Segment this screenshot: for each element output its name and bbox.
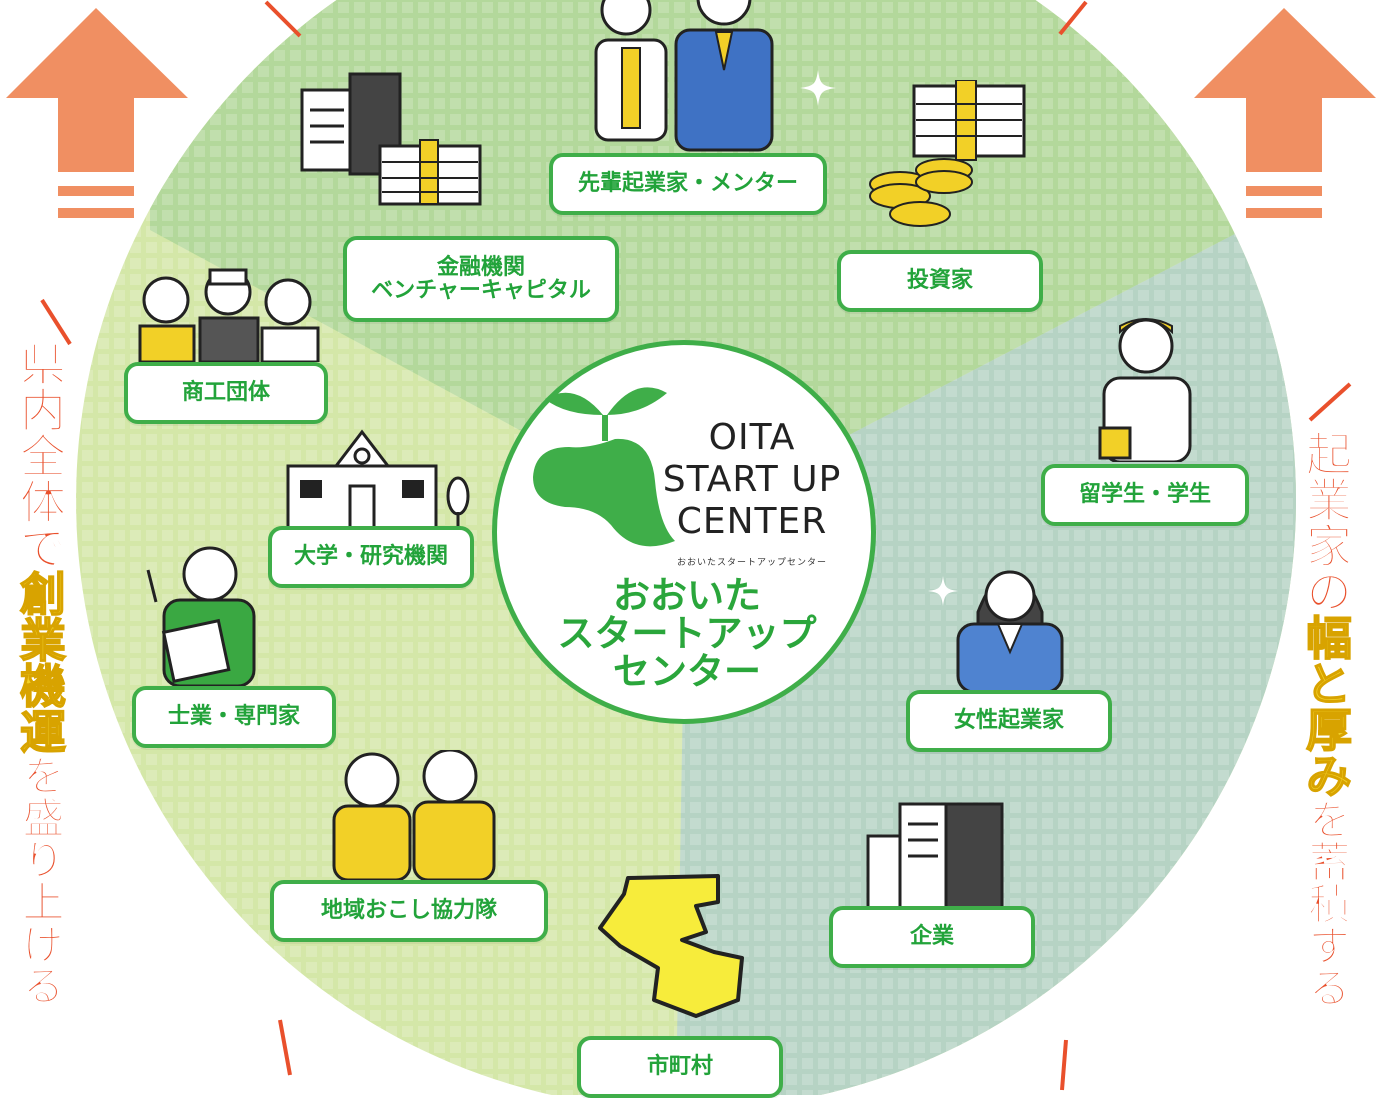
label-chamber: 商工団体 — [124, 362, 328, 424]
logo-line-startup: START UP — [662, 459, 842, 500]
slogan-left: 県内全体で創業機運を盛り上げる — [12, 340, 68, 1060]
slogan-tick — [278, 1019, 292, 1076]
label-finance-line1: 金融機関 — [436, 254, 525, 280]
label-investor: 投資家 — [837, 250, 1043, 312]
slogan-left-part1: 県内全体で — [13, 340, 68, 571]
student-person-icon — [1098, 318, 1192, 462]
business-group-icon — [138, 268, 320, 362]
up-arrow-icon-right — [1194, 8, 1376, 218]
label-experts: 士業・専門家 — [132, 686, 336, 748]
money-coins-icon — [869, 80, 1026, 227]
community-volunteers-icon — [332, 750, 496, 880]
slogan-tick — [1058, 0, 1088, 36]
woman-entrepreneur-icon — [956, 570, 1064, 692]
up-arrow-icon-left — [6, 8, 188, 218]
label-company: 企業 — [829, 906, 1035, 968]
slogan-right-part2: 幅と厚み — [1298, 613, 1354, 799]
slogan-tick — [264, 0, 302, 38]
logo-ja-line2: スタートアップ — [557, 612, 817, 655]
label-students: 留学生・学生 — [1041, 464, 1249, 526]
label-community: 地域おこし協力隊 — [270, 880, 548, 942]
label-university: 大学・研究機関 — [268, 526, 474, 588]
logo-ja-line1: おおいた — [613, 574, 761, 617]
logo-japanese-name: おおいた スタートアップ センター — [537, 577, 837, 691]
label-women: 女性起業家 — [906, 690, 1112, 752]
sprout-logo-icon — [533, 387, 675, 547]
logo-line-oita: OITA — [708, 417, 796, 458]
oita-map-icon — [598, 874, 744, 1018]
slogan-tick — [1308, 382, 1352, 422]
logo-ja-line3: センター — [613, 650, 761, 693]
company-building-icon — [866, 802, 1004, 908]
logo-kana: おおいたスタートアップセンター — [676, 558, 827, 568]
center-logo: OITA START UP CENTER おおいたスタートアップセンター おおい… — [492, 340, 876, 724]
slogan-right-part1: 起業家の — [1299, 430, 1354, 615]
mentors-illustration-icon — [594, 0, 774, 152]
sparkle-icon — [800, 70, 836, 106]
slogan-right-part3: を蓄積する — [1302, 798, 1352, 1009]
slogan-left-part2: 創業機運 — [12, 569, 68, 755]
bank-building-icon — [300, 72, 482, 206]
slogan-left-part3: を盛り上げる — [16, 754, 66, 1007]
sparkle-icon — [928, 576, 958, 606]
label-finance-line2: ベンチャーキャピタル — [371, 278, 591, 303]
label-finance: 金融機関 ベンチャーキャピタル — [343, 236, 619, 322]
slogan-tick — [40, 298, 72, 346]
logo-line-center: CENTER — [676, 501, 828, 542]
slogan-tick — [1060, 1039, 1068, 1091]
university-building-icon — [286, 429, 470, 530]
slogan-right: 起業家の幅と厚みを蓄積する — [1298, 430, 1354, 1080]
expert-person-icon — [146, 546, 256, 686]
label-mentor: 先輩起業家・メンター — [549, 153, 827, 215]
label-municipality: 市町村 — [577, 1036, 783, 1098]
